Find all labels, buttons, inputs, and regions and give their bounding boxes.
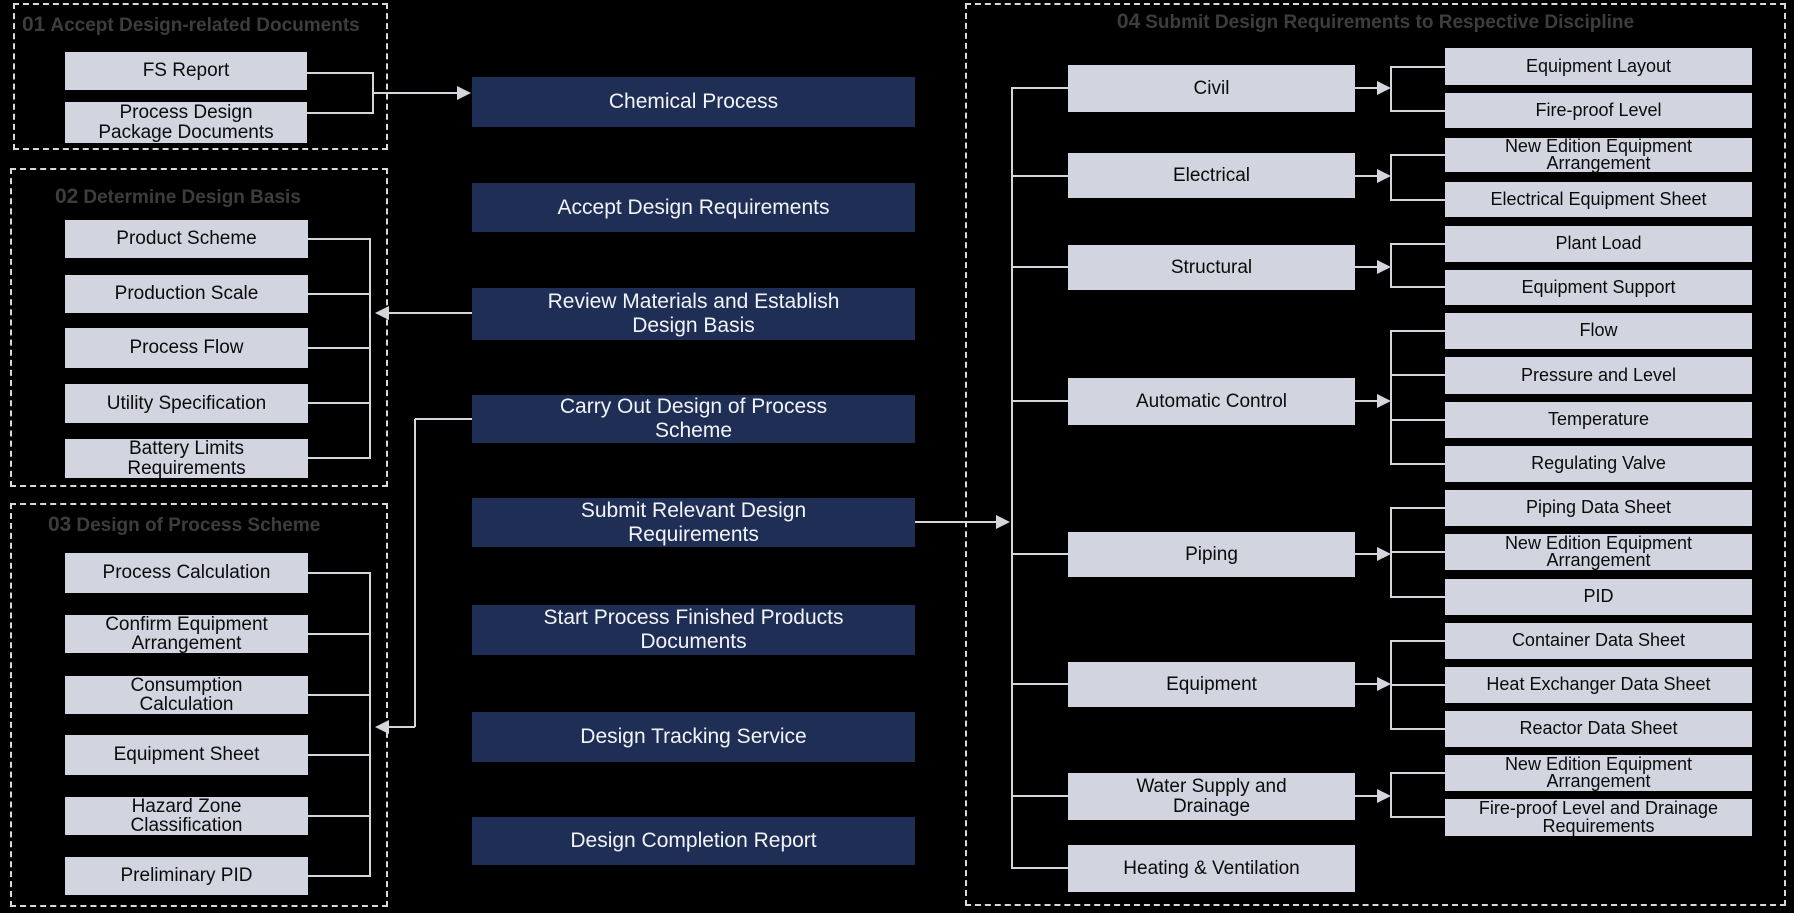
discipline-box-water-supply-and-drainage: Water Supply and Drainage bbox=[1068, 773, 1355, 820]
connector-electrical-outputs bbox=[1355, 154, 1445, 201]
output-box-flow: Flow bbox=[1445, 313, 1752, 349]
step-design-completion-report: Design Completion Report bbox=[472, 817, 915, 865]
connector-submit-to-disciplines bbox=[915, 87, 1068, 869]
output-box-plant-load: Plant Load bbox=[1445, 226, 1752, 262]
arrow-automatic-control bbox=[1377, 394, 1391, 408]
step-review-materials-establish-design-basis: Review Materials and Establish Design Ba… bbox=[472, 288, 915, 340]
discipline-box-piping: Piping bbox=[1068, 532, 1355, 577]
group-03-number: 03 bbox=[48, 513, 72, 536]
output-box-pid: PID bbox=[1445, 579, 1752, 615]
box-consumption-calculation: Consumption Calculation bbox=[65, 675, 308, 714]
discipline-box-automatic-control: Automatic Control bbox=[1068, 378, 1355, 425]
arrow-water bbox=[1377, 789, 1391, 803]
arrowheads bbox=[375, 81, 1391, 803]
connector-civil-outputs bbox=[1355, 66, 1445, 112]
group-03-outline bbox=[10, 503, 388, 907]
discipline-box-equipment: Equipment bbox=[1068, 662, 1355, 707]
group-01-label: Accept Design-related Documents bbox=[50, 15, 360, 36]
output-box-equipment-layout: Equipment Layout bbox=[1445, 48, 1752, 85]
box-process-flow: Process Flow bbox=[65, 328, 308, 368]
output-box-pressure-and-level: Pressure and Level bbox=[1445, 357, 1752, 394]
step-accept-design-requirements: Accept Design Requirements bbox=[472, 183, 915, 232]
group-03-label: Design of Process Scheme bbox=[76, 515, 321, 536]
output-box-heat-exchanger-data-sheet: Heat Exchanger Data Sheet bbox=[1445, 667, 1752, 703]
group-02-number: 02 bbox=[55, 185, 79, 208]
box-production-scale: Production Scale bbox=[65, 275, 308, 313]
output-box-new-edition-equipment-arrangement-piping: New Edition Equipment Arrangement bbox=[1445, 534, 1752, 570]
arrow-electrical bbox=[1377, 169, 1391, 183]
arrow-into-discipline-trunk bbox=[996, 515, 1010, 529]
discipline-box-electrical: Electrical bbox=[1068, 153, 1355, 198]
discipline-box-structural: Structural bbox=[1068, 245, 1355, 290]
box-battery-limits-requirements: Battery Limits Requirements bbox=[65, 439, 308, 478]
output-box-fire-proof-level: Fire-proof Level bbox=[1445, 93, 1752, 128]
connector-equipment-outputs bbox=[1355, 640, 1445, 730]
step-submit-relevant-design-requirements: Submit Relevant Design Requirements bbox=[472, 498, 915, 547]
connector-group01-to-chemical-process bbox=[307, 72, 457, 114]
box-hazard-zone-classification: Hazard Zone Classification bbox=[65, 796, 308, 835]
output-box-reactor-data-sheet: Reactor Data Sheet bbox=[1445, 711, 1752, 747]
discipline-box-civil: Civil bbox=[1068, 65, 1355, 112]
box-fs-report: FS Report bbox=[65, 52, 307, 90]
arrow-equipment bbox=[1377, 677, 1391, 691]
output-box-new-edition-equipment-arrangement-water: New Edition Equipment Arrangement bbox=[1445, 755, 1752, 791]
connector-carryout-to-group03 bbox=[308, 418, 472, 877]
group-01-outline bbox=[13, 3, 388, 150]
output-box-temperature: Temperature bbox=[1445, 402, 1752, 438]
arrow-into-group02 bbox=[375, 306, 389, 320]
box-product-scheme: Product Scheme bbox=[65, 220, 308, 258]
arrow-piping bbox=[1377, 547, 1391, 561]
arrow-into-group03 bbox=[375, 720, 389, 734]
group-02-label: Determine Design Basis bbox=[83, 187, 301, 208]
box-preliminary-pid: Preliminary PID bbox=[65, 857, 308, 895]
arrow-civil bbox=[1377, 81, 1391, 95]
group-04-label: Submit Design Requirements to Respective… bbox=[1145, 12, 1635, 33]
group-01-number: 01 bbox=[22, 13, 46, 36]
step-chemical-process: Chemical Process bbox=[472, 77, 915, 127]
connector-water-outputs bbox=[1355, 772, 1445, 818]
arrow-structural bbox=[1377, 260, 1391, 274]
box-utility-specification: Utility Specification bbox=[65, 384, 308, 423]
step-carry-out-design-of-process-scheme: Carry Out Design of Process Scheme bbox=[472, 395, 915, 443]
connector-structural-outputs bbox=[1355, 243, 1445, 288]
output-box-equipment-support: Equipment Support bbox=[1445, 270, 1752, 305]
connector-review-to-group02 bbox=[308, 238, 472, 459]
group-02-outline bbox=[10, 168, 388, 487]
connector-automatic-control-outputs bbox=[1355, 330, 1445, 465]
step-design-tracking-service: Design Tracking Service bbox=[472, 712, 915, 762]
output-box-regulating-valve: Regulating Valve bbox=[1445, 446, 1752, 482]
group-04-outline bbox=[965, 3, 1786, 906]
output-box-electrical-equipment-sheet: Electrical Equipment Sheet bbox=[1445, 182, 1752, 217]
step-start-process-finished-products-documents: Start Process Finished Products Document… bbox=[472, 605, 915, 655]
output-box-container-data-sheet: Container Data Sheet bbox=[1445, 623, 1752, 659]
arrow-into-chemical-process bbox=[457, 86, 471, 100]
box-equipment-sheet: Equipment Sheet bbox=[65, 735, 308, 775]
output-box-fire-proof-level-and-drainage-requirements: Fire-proof Level and Drainage Requiremen… bbox=[1445, 799, 1752, 836]
box-confirm-equipment-arrangement: Confirm Equipment Arrangement bbox=[65, 614, 308, 653]
connector-piping-outputs bbox=[1355, 507, 1445, 598]
output-box-piping-data-sheet: Piping Data Sheet bbox=[1445, 490, 1752, 526]
box-process-design-package-documents: Process Design Package Documents bbox=[65, 102, 307, 143]
box-process-calculation: Process Calculation bbox=[65, 553, 308, 593]
output-box-new-edition-equipment-arrangement-electrical: New Edition Equipment Arrangement bbox=[1445, 137, 1752, 172]
group-04-number: 04 bbox=[1116, 10, 1141, 33]
discipline-box-heating-ventilation: Heating & Ventilation bbox=[1068, 845, 1355, 892]
